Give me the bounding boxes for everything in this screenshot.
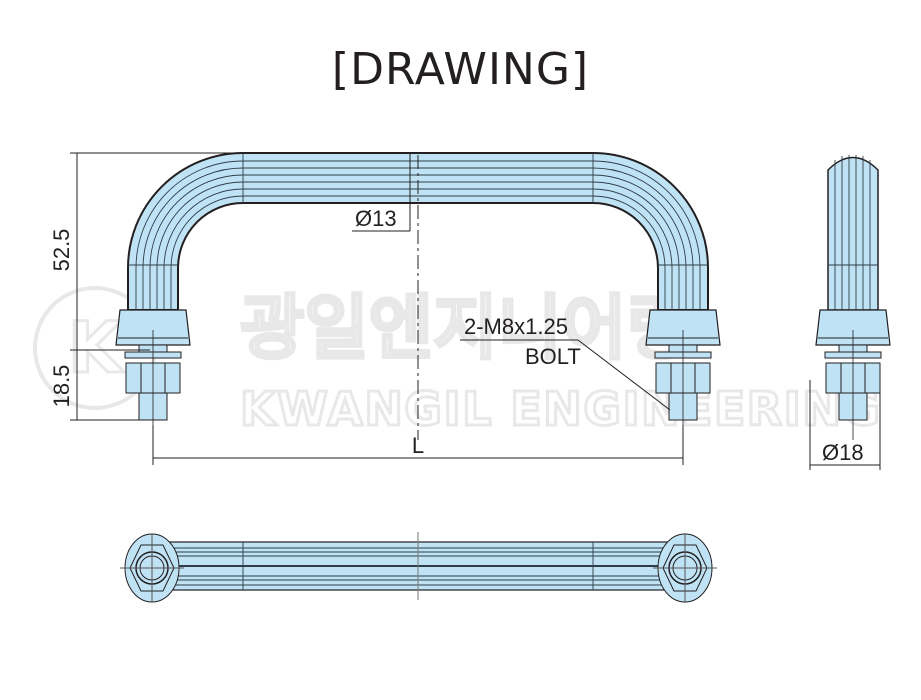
page-title: [DRAWING] bbox=[331, 44, 590, 95]
length-label: L bbox=[412, 433, 424, 458]
handle-tube bbox=[127, 152, 709, 311]
bottom-view bbox=[120, 532, 718, 603]
bolt-spec-label: 2-M8x1.25 bbox=[464, 314, 568, 339]
dimension-lines bbox=[70, 152, 881, 470]
front-view bbox=[115, 152, 721, 441]
tube-diameter-label: Ø13 bbox=[355, 206, 397, 231]
svg-text:K: K bbox=[68, 307, 125, 389]
dim-18-5-label: 18.5 bbox=[49, 365, 74, 408]
dim-52-5-label: 52.5 bbox=[49, 229, 74, 272]
watermark-korean: 광일엔지니어링 bbox=[240, 287, 691, 369]
base-diameter-label: Ø18 bbox=[822, 440, 864, 465]
watermark-english: KWANGIL ENGINEERING bbox=[240, 382, 880, 436]
side-view bbox=[815, 155, 891, 441]
bolt-label: BOLT bbox=[525, 344, 581, 369]
